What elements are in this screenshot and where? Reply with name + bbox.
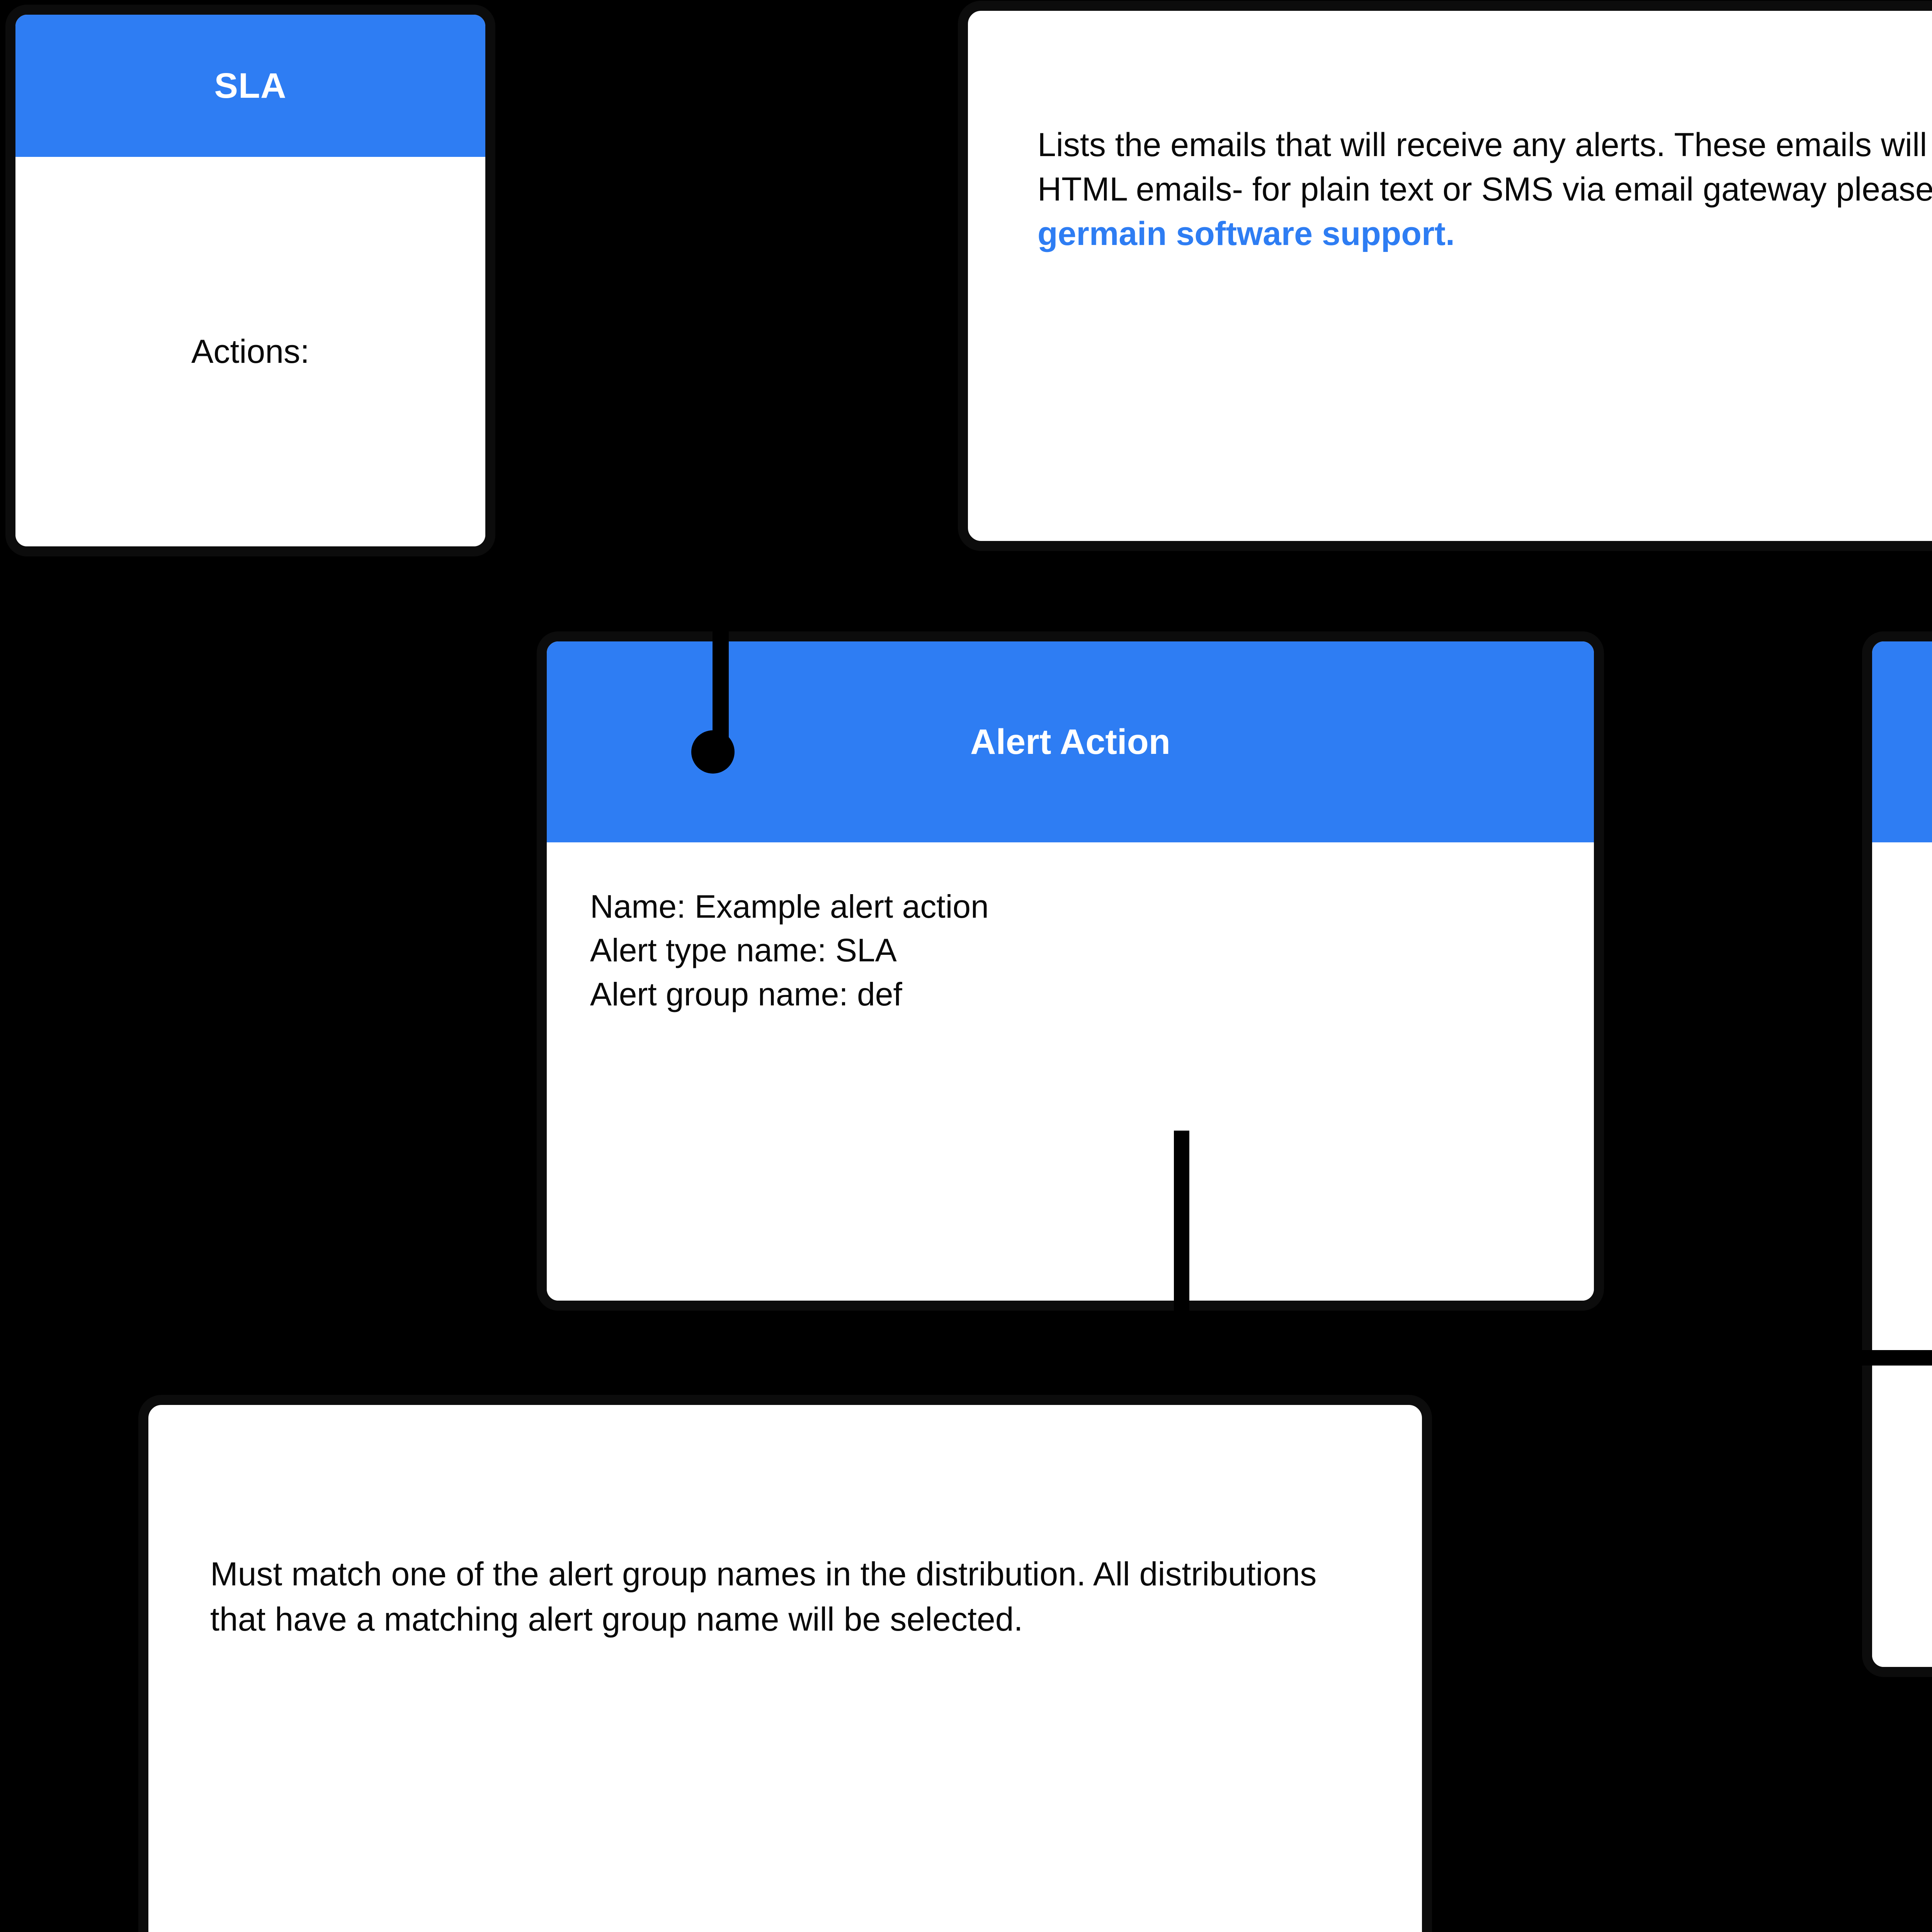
sla-card[interactable]: SLA Actions: xyxy=(5,5,495,556)
emails-note-text: Lists the emails that will receive any a… xyxy=(1037,123,1932,257)
connector-dot-alert-action-header xyxy=(691,730,735,774)
distribution-card[interactable]: Distribution Name: Example distribution … xyxy=(1862,631,1932,1677)
alert-group-match-note: Must match one of the alert group names … xyxy=(138,1395,1432,1932)
sla-actions-label: Actions: xyxy=(191,333,310,370)
alert-action-card-body: Name: Example alert action Alert type na… xyxy=(547,842,1594,1301)
connector-line-alert-action-to-match-note xyxy=(1174,1131,1189,1312)
sla-card-title: SLA xyxy=(214,66,287,105)
match-note-text: Must match one of the alert group names … xyxy=(210,1556,1317,1638)
alert-action-type-field: Alert type name: SLA xyxy=(590,932,897,969)
alert-action-card-title: Alert Action xyxy=(970,722,1170,762)
germain-software-support-link[interactable]: germain software support. xyxy=(1037,215,1455,253)
emails-description-note: Lists the emails that will receive any a… xyxy=(958,1,1932,551)
alert-action-card[interactable]: Alert Action Name: Example alert action … xyxy=(537,631,1604,1311)
alert-action-name-field: Name: Example alert action xyxy=(590,888,989,925)
sla-card-body: Actions: xyxy=(15,157,485,546)
distribution-card-header: Distribution xyxy=(1872,641,1932,842)
alert-action-group-field: Alert group name: def xyxy=(590,976,902,1012)
distribution-card-body: Name: Example distribution Users: foo@co… xyxy=(1872,842,1932,1667)
emails-note-body: Lists the emails that will receive any a… xyxy=(1037,126,1932,208)
sla-card-header: SLA xyxy=(15,15,485,157)
connector-line-alert-group xyxy=(1723,1350,1932,1366)
connector-line-emails-to-alert-action xyxy=(713,0,729,754)
